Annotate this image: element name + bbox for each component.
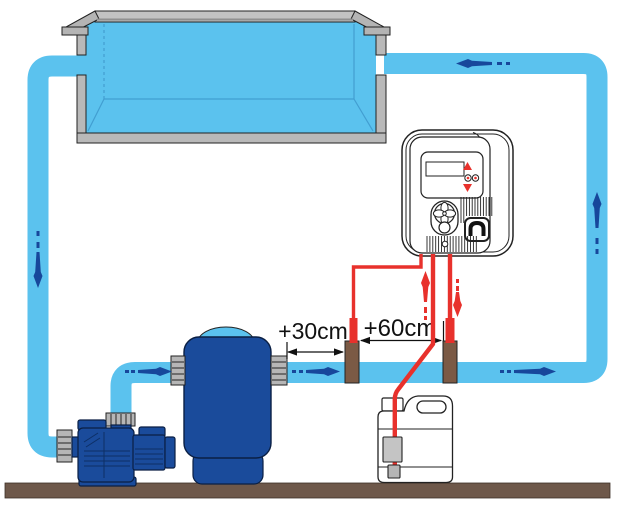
suction-lance-sensor [382,436,403,463]
flow-arrow-bottom [500,367,556,376]
suction-tube [392,254,436,478]
menu-button-right-dot [474,176,477,180]
vent-grille-upper [460,197,493,223]
vent-grille-lower [426,236,477,252]
injection-saddle [442,340,458,384]
dosing-controller [401,129,514,257]
canister-handle [416,400,447,414]
flow-arrow-pump-filter [125,367,172,376]
flow-arrow-filter-saddle [292,367,340,376]
up-arrow-button[interactable] [463,162,472,170]
probe-saddle [344,340,360,384]
filter-outlet-union [270,355,288,386]
circulation-pump [56,412,176,487]
lcd-screen [425,161,465,177]
motor-end-cap [164,436,176,469]
filter-tank [183,336,272,459]
flow-arrow-right-pipe [592,192,602,254]
pool-shell [61,10,391,144]
probe-tube [351,254,423,320]
menu-button-left-dot [466,176,470,180]
peristaltic-pump-head [430,200,459,236]
suction-flow-arrow-up [421,271,430,320]
dimension-30cm [286,342,344,359]
injection-valve-port [464,217,490,242]
flow-arrow-top [456,59,510,68]
canister-cap [381,397,404,412]
sand-filter [170,326,288,485]
pump-inlet-union [56,429,73,463]
filter-inlet-union [170,355,186,386]
water-flow-arrows [33,59,602,376]
panel-screw [441,240,449,248]
injection-flow-arrow-down [453,279,462,317]
down-arrow-button[interactable] [463,184,472,192]
injection-quills [349,318,455,343]
pump-motor [132,434,166,471]
floor [4,482,611,499]
pump-housing [77,427,135,483]
pool-water [86,22,376,134]
suction-lance-foot [387,464,401,479]
probe-distance-label: +30cm [278,318,348,344]
dosing-tubes [351,254,453,478]
flow-arrow-left-pipe [33,231,43,288]
